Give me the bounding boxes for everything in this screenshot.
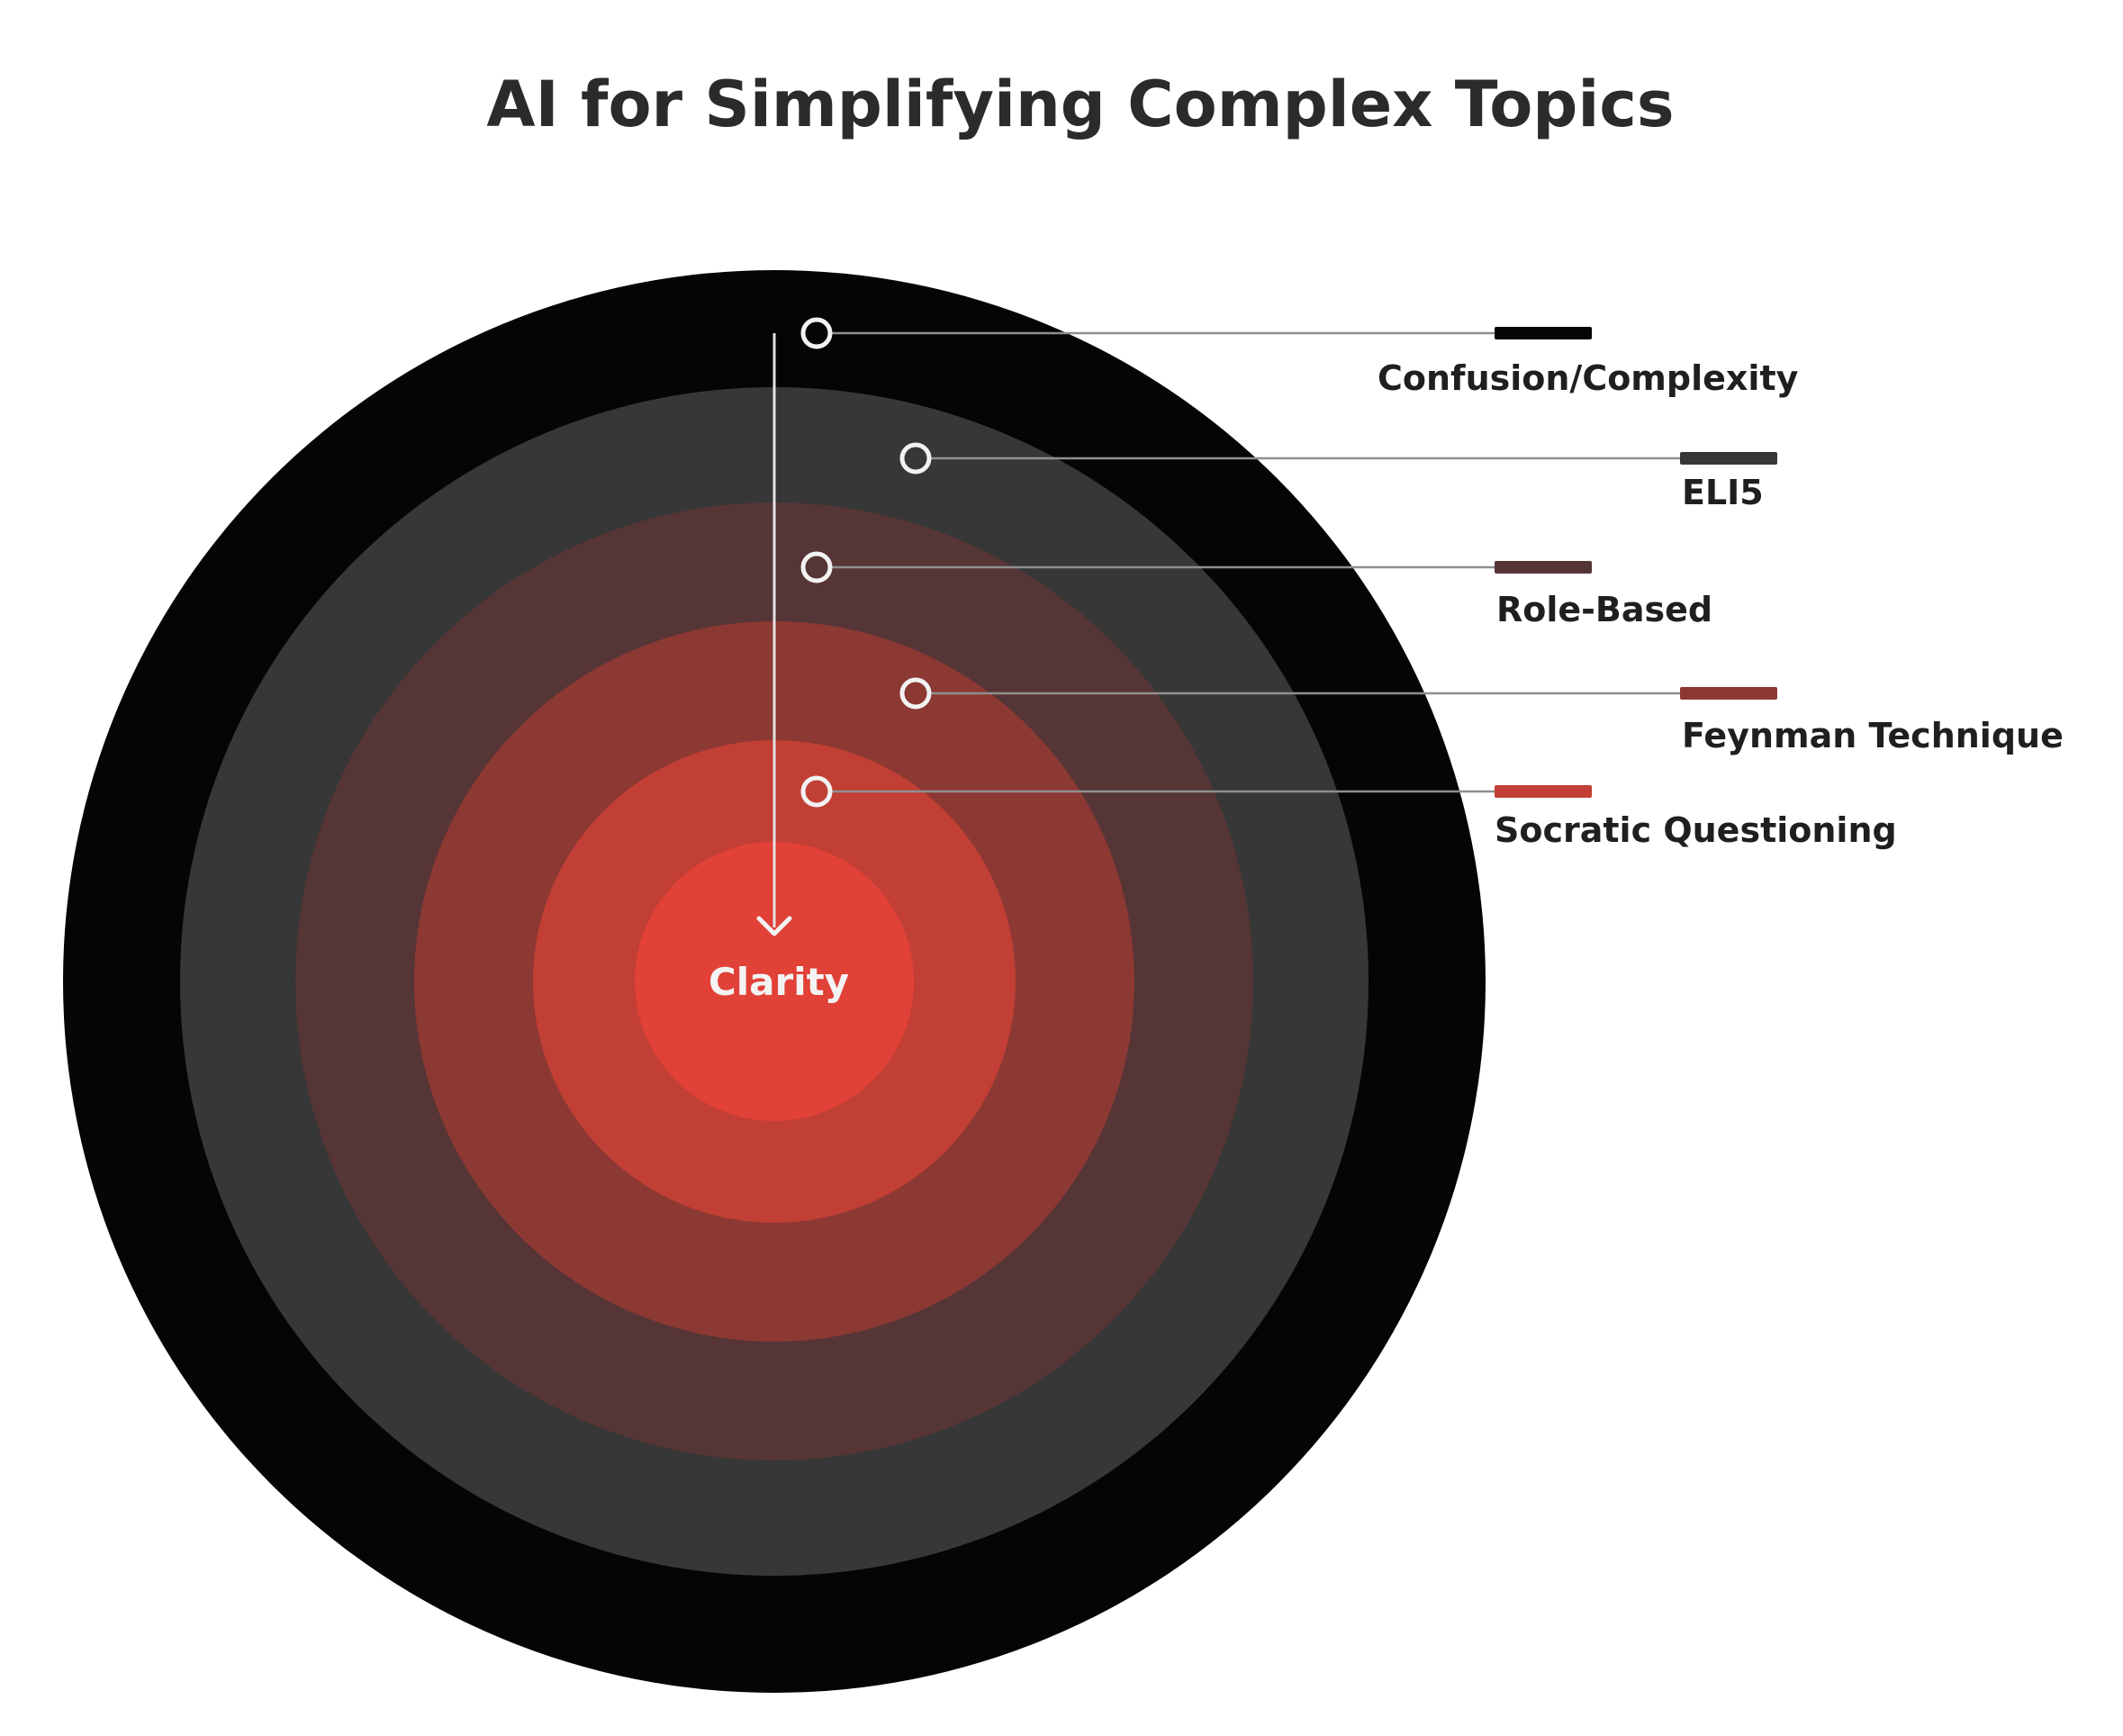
swatch-confusion-complexity — [1495, 327, 1592, 339]
layer-callout-role-based: Role-Based — [800, 551, 1712, 629]
label-feynman-technique: Feynman Technique — [1682, 716, 2064, 755]
swatch-eli5 — [1680, 452, 1777, 465]
flow-arrow-head — [756, 916, 792, 936]
label-confusion-complexity: Confusion/Complexity — [1378, 358, 1799, 398]
flow-arrow — [756, 333, 792, 936]
ring-layers — [63, 270, 1486, 1693]
layer-callout-confusion-complexity: Confusion/Complexity — [800, 317, 1799, 398]
clarity-label: Clarity — [709, 960, 849, 1004]
layer-callout-feynman-technique: Feynman Technique — [899, 677, 2064, 755]
label-role-based: Role-Based — [1496, 590, 1712, 629]
core-clarity — [635, 842, 914, 1121]
marker-confusion-complexity — [800, 317, 833, 349]
swatch-feynman-technique — [1680, 687, 1777, 700]
marker-feynman-technique — [899, 677, 932, 710]
swatch-role-based — [1495, 561, 1592, 574]
layer-callout-socratic-questioning: Socratic Questioning — [800, 775, 1897, 850]
label-socratic-questioning: Socratic Questioning — [1495, 810, 1897, 850]
marker-role-based — [800, 551, 833, 583]
label-eli5: ELI5 — [1682, 473, 1764, 512]
marker-socratic-questioning — [800, 775, 833, 808]
diagram-title: AI for Simplifying Complex Topics — [486, 68, 1674, 141]
layer-callout-eli5: ELI5 — [899, 442, 1777, 512]
marker-eli5 — [899, 442, 932, 475]
swatch-socratic-questioning — [1495, 785, 1592, 798]
